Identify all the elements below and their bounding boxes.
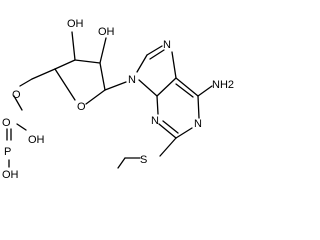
bond-o4-c4 <box>54 68 76 101</box>
bond-c4-n9 <box>138 79 158 97</box>
atom-oh-phosphate-top: OH <box>28 134 45 146</box>
atom-phosphorus: P <box>4 146 11 158</box>
atom-oh-2: OH <box>98 26 115 38</box>
bond-n7-c5 <box>171 51 177 79</box>
bond-n1-c6 <box>197 95 200 119</box>
atom-sulfur: S <box>140 154 147 166</box>
bond-c6-nh2 <box>197 85 213 97</box>
bond-c2-s <box>159 137 177 157</box>
bond-c8-n7-b <box>149 49 165 60</box>
bond-n3-c2-b <box>162 120 179 134</box>
bond-n3-c2-a <box>158 123 177 139</box>
atom-n1: N <box>194 118 202 130</box>
atom-oh-phosphate-bottom: OH <box>2 169 19 181</box>
bond-c5-c4 <box>156 77 177 97</box>
bond-c4-n3 <box>156 95 159 115</box>
atom-o-phosphate-double: O <box>2 117 11 129</box>
bond-o-c5 <box>19 78 33 87</box>
bond-layer <box>6 31 213 169</box>
bond-c6-c5-inner <box>175 83 194 98</box>
bond-c8-n7-a <box>146 45 163 56</box>
bond-c4-c3 <box>54 59 76 70</box>
bond-c2-c1 <box>99 62 106 91</box>
atom-o-ester: O <box>12 89 21 101</box>
bond-c6-c5 <box>175 77 199 97</box>
atom-oh-3: OH <box>67 18 84 30</box>
bond-s-methyl-b <box>117 157 126 169</box>
bond-c2-oh <box>99 37 107 64</box>
bond-c2-n1 <box>175 127 193 139</box>
atom-n7: N <box>163 39 171 51</box>
molecule-structure: OH O P OH O O OH OH N N N N NH2 S <box>2 18 234 181</box>
bond-n9-c8 <box>136 54 148 73</box>
atom-nh2: NH2 <box>212 79 234 91</box>
bond-p-o-ester <box>13 95 23 111</box>
bond-c1-n9 <box>104 81 127 91</box>
atom-n9: N <box>128 74 136 86</box>
atom-o-ring: O <box>77 101 86 113</box>
bond-c3-c2 <box>74 59 101 64</box>
bond-c5-c4 <box>31 68 56 80</box>
atom-layer: OH O P OH O O OH OH N N N N NH2 S <box>2 18 234 181</box>
bond-p-oh-top <box>16 123 27 131</box>
bond-c3-oh <box>71 31 76 61</box>
bond-c1-o4 <box>85 89 106 105</box>
atom-n3: N <box>151 115 159 127</box>
